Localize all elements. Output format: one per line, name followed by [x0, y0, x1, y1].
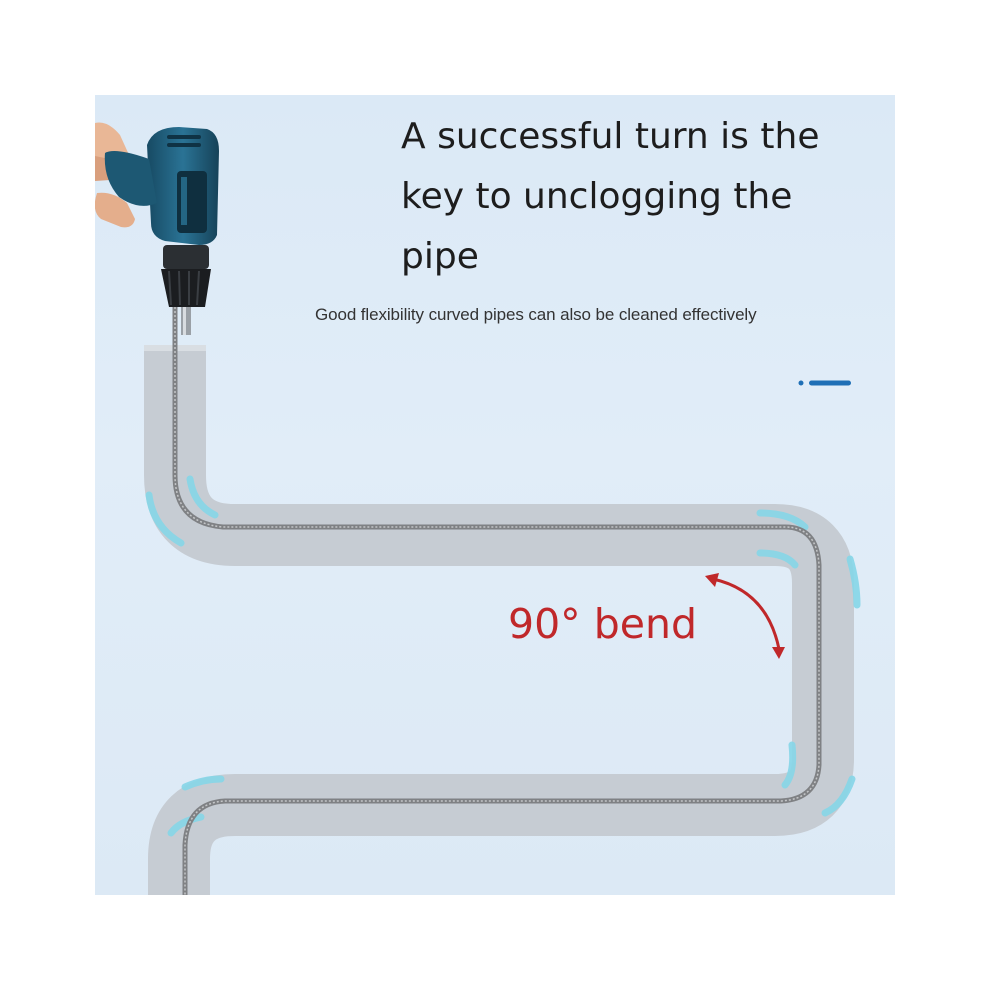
subheadline: Good flexibility curved pipes can also b… [315, 305, 757, 324]
drill-icon [104, 127, 219, 335]
bend-label: 90° bend [508, 600, 697, 648]
product-image-frame: A successful turn is the key to uncloggi… [95, 95, 895, 895]
headline: A successful turn is the key to uncloggi… [401, 116, 820, 277]
pipe-illustration [95, 122, 861, 895]
pipe [144, 345, 854, 895]
pagination-dots [798, 380, 851, 386]
bend-highlights [145, 475, 861, 837]
curved-double-arrow-icon [705, 573, 785, 659]
